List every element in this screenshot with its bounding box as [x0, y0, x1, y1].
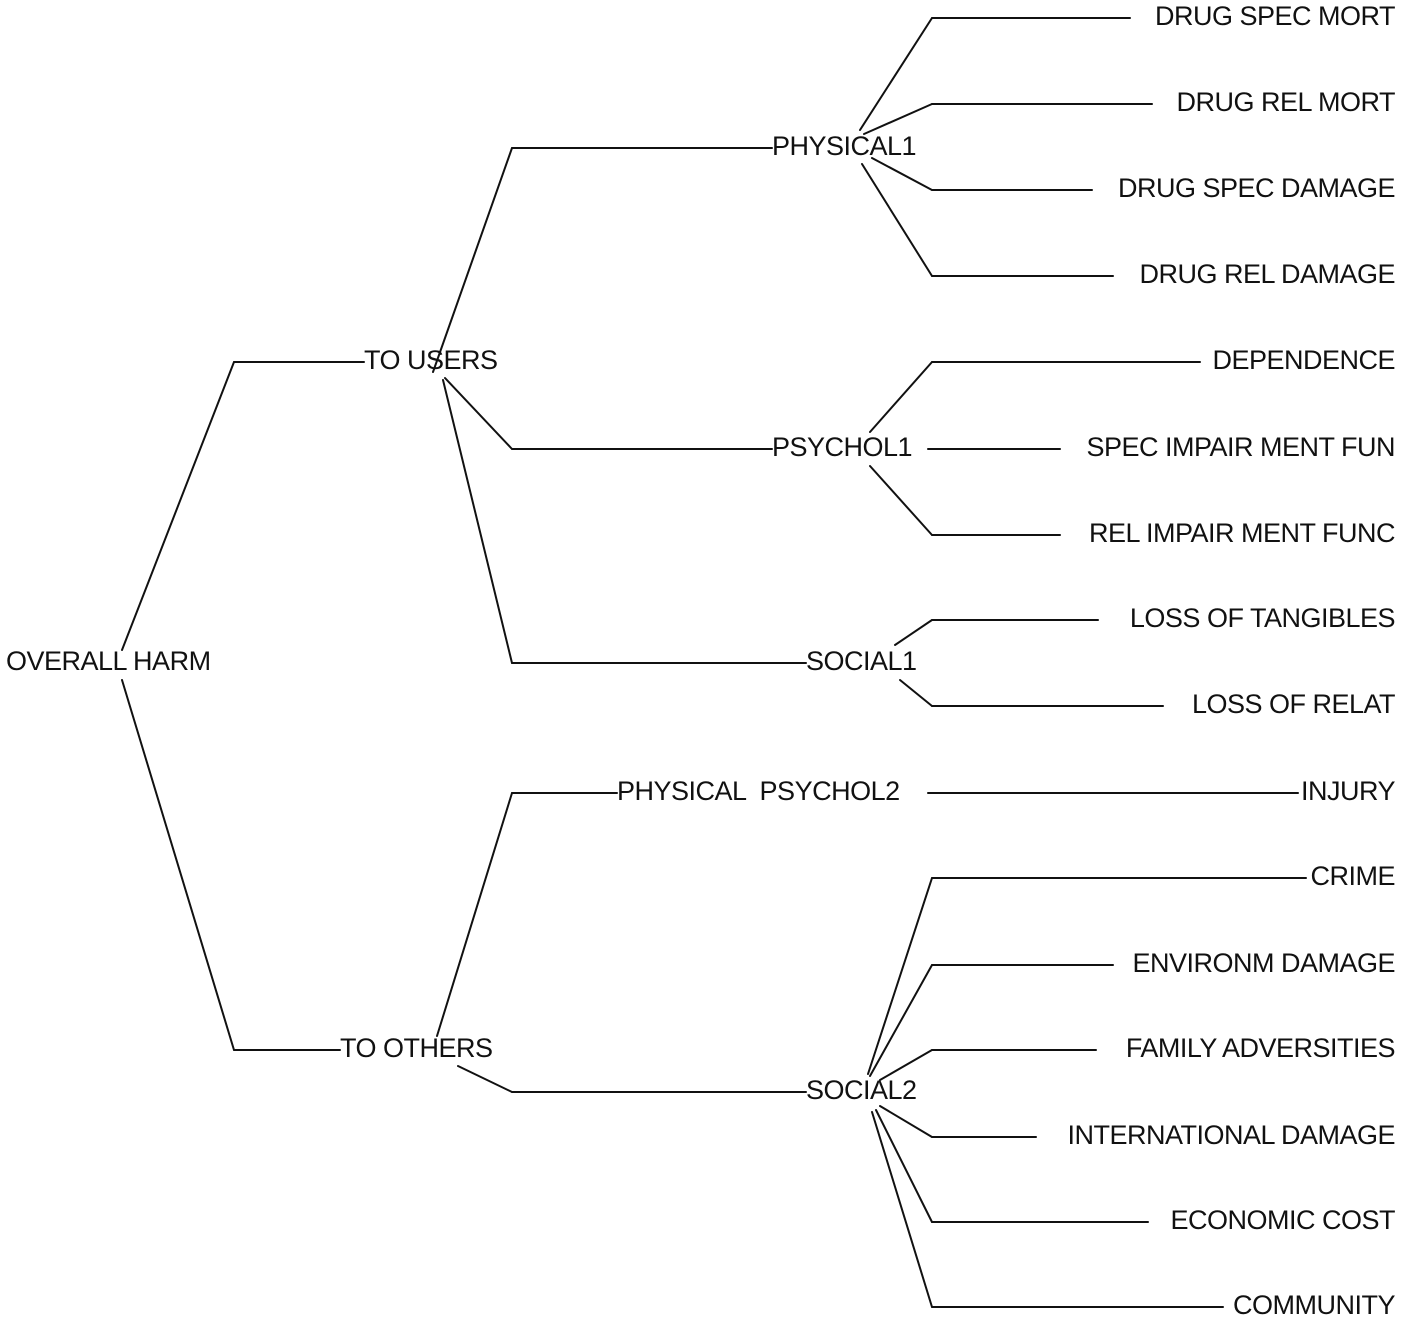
leaf-loss-of-relat: LOSS OF RELAT — [1192, 689, 1395, 719]
leaf-international-damage: INTERNATIONAL DAMAGE — [1067, 1120, 1395, 1150]
leaf-crime: CRIME — [1311, 861, 1396, 891]
leaf-environm-damage: ENVIRONM DAMAGE — [1132, 948, 1395, 978]
node-social1: SOCIAL1 — [806, 646, 917, 676]
leaf-drug-rel-mort: DRUG REL MORT — [1176, 87, 1395, 117]
tree-connector — [861, 163, 933, 277]
tree-connector — [871, 1111, 933, 1308]
leaf-community: COMMUNITY — [1233, 1290, 1395, 1320]
leaf-drug-spec-mort: DRUG SPEC MORT — [1155, 1, 1395, 31]
node-psychol1: PSYCHOL1 — [772, 432, 912, 462]
node-overall-harm: OVERALL HARM — [6, 646, 211, 676]
tree-connector — [457, 1065, 513, 1093]
tree-connector — [894, 619, 933, 646]
node-to-others: TO OTHERS — [340, 1033, 493, 1063]
tree-connector — [869, 465, 933, 536]
leaf-family-adversities: FAMILY ADVERSITIES — [1126, 1033, 1395, 1063]
node-physical1: PHYSICAL1 — [772, 131, 916, 161]
tree-connector — [869, 361, 933, 433]
tree-connector — [879, 1049, 933, 1081]
leaf-injury: INJURY — [1301, 776, 1396, 806]
tree-connector — [867, 877, 933, 1075]
node-social2: SOCIAL2 — [806, 1075, 917, 1105]
tree-connector — [879, 1105, 933, 1138]
tree-connector — [863, 103, 933, 135]
node-to-users: TO USERS — [364, 345, 498, 375]
tree-connector — [875, 1109, 933, 1223]
leaf-column: DRUG SPEC MORT DRUG REL MORT DRUG SPEC D… — [1067, 1, 1396, 1320]
tree-connector — [121, 679, 235, 1051]
tree-connector — [442, 379, 513, 664]
leaf-spec-impairment-fun: SPEC IMPAIR MENT FUN — [1086, 432, 1395, 462]
leaf-loss-of-tangibles: LOSS OF TANGIBLES — [1130, 603, 1395, 633]
tree-connector — [444, 377, 513, 450]
tree-connector — [436, 792, 513, 1037]
tree-connector — [121, 361, 235, 651]
tree-connector — [871, 157, 933, 191]
leaf-rel-impairment-func: REL IMPAIR MENT FUNC — [1089, 518, 1395, 548]
leaf-economic-cost: ECONOMIC COST — [1170, 1205, 1395, 1235]
tree-connector — [899, 679, 933, 707]
tree-connector — [859, 17, 933, 131]
node-physical-psychol2: PHYSICAL PSYCHOL2 — [617, 776, 900, 806]
leaf-dependence: DEPENDENCE — [1212, 345, 1395, 375]
leaf-drug-rel-damage: DRUG REL DAMAGE — [1139, 259, 1395, 289]
leaf-drug-spec-damage: DRUG SPEC DAMAGE — [1118, 173, 1395, 203]
tree-connector — [432, 147, 513, 373]
tree-connector — [869, 964, 933, 1077]
tree-edges — [121, 17, 1307, 1308]
